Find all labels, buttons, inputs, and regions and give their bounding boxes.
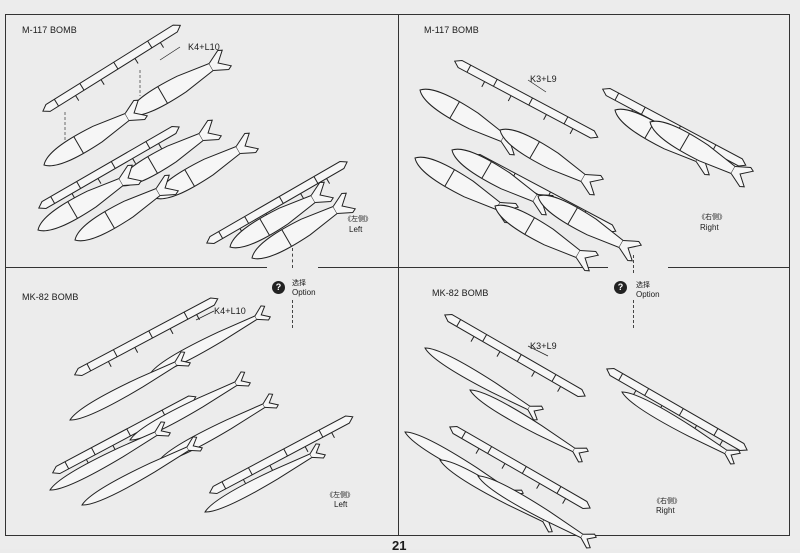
part-label-tl: K4+L10 [188,42,220,52]
tr-assembly-bomb-b [644,111,755,190]
right-divider [398,267,608,268]
option-dash-right-top [633,255,634,273]
side-cn-tr: 《右侧》 [698,214,726,221]
option-dash-right-bottom [633,300,634,328]
tl-bomb-2 [38,97,149,176]
side-label-bl: Left [334,500,348,509]
option-dash-left-bottom [292,300,293,328]
option-label-left: Option [292,288,316,297]
tl-bomb-1 [122,47,233,126]
tl-bomb-4 [149,130,260,209]
side-cn-br: 《右侧》 [653,498,681,505]
bl-assembly-bomb-a [200,441,327,520]
panel-title-bl: MK-82 BOMB [22,292,79,302]
side-cn-tl: 《左侧》 [344,216,372,223]
option-dash-left-top [292,248,293,268]
side-label-tl: Left [349,225,363,234]
option-cn-left: 选择 [292,280,306,287]
tr-rack-top [449,57,601,147]
right-divider-end [668,267,790,268]
br-assembly-bomb-a [617,384,742,466]
option-cn-right: 选择 [636,282,650,289]
bl-rack-mid [50,392,201,483]
option-help-icon-left: ? [272,281,285,294]
part-label-tr: K3+L9 [530,74,557,84]
side-cn-bl: 《左侧》 [326,492,354,499]
left-divider-end [318,267,398,268]
part-label-bl: K4+L10 [214,306,246,316]
br-rack-top [439,311,588,406]
br-assembly-rack [601,365,750,460]
side-label-tr: Right [700,223,719,232]
part-label-br: K3+L9 [530,341,557,351]
center-divider [398,14,399,536]
side-label-br: Right [656,506,675,515]
br-bomb-1 [420,340,545,422]
option-help-icon-right: ? [614,281,627,294]
option-label-right: Option [636,290,660,299]
panel-title-tr: M-117 BOMB [424,25,479,35]
page-frame [5,14,790,536]
panel-title-br: MK-82 BOMB [432,288,489,298]
panel-title-tl: M-117 BOMB [22,25,77,35]
left-divider [5,267,267,268]
bl-rack-top [72,294,223,385]
